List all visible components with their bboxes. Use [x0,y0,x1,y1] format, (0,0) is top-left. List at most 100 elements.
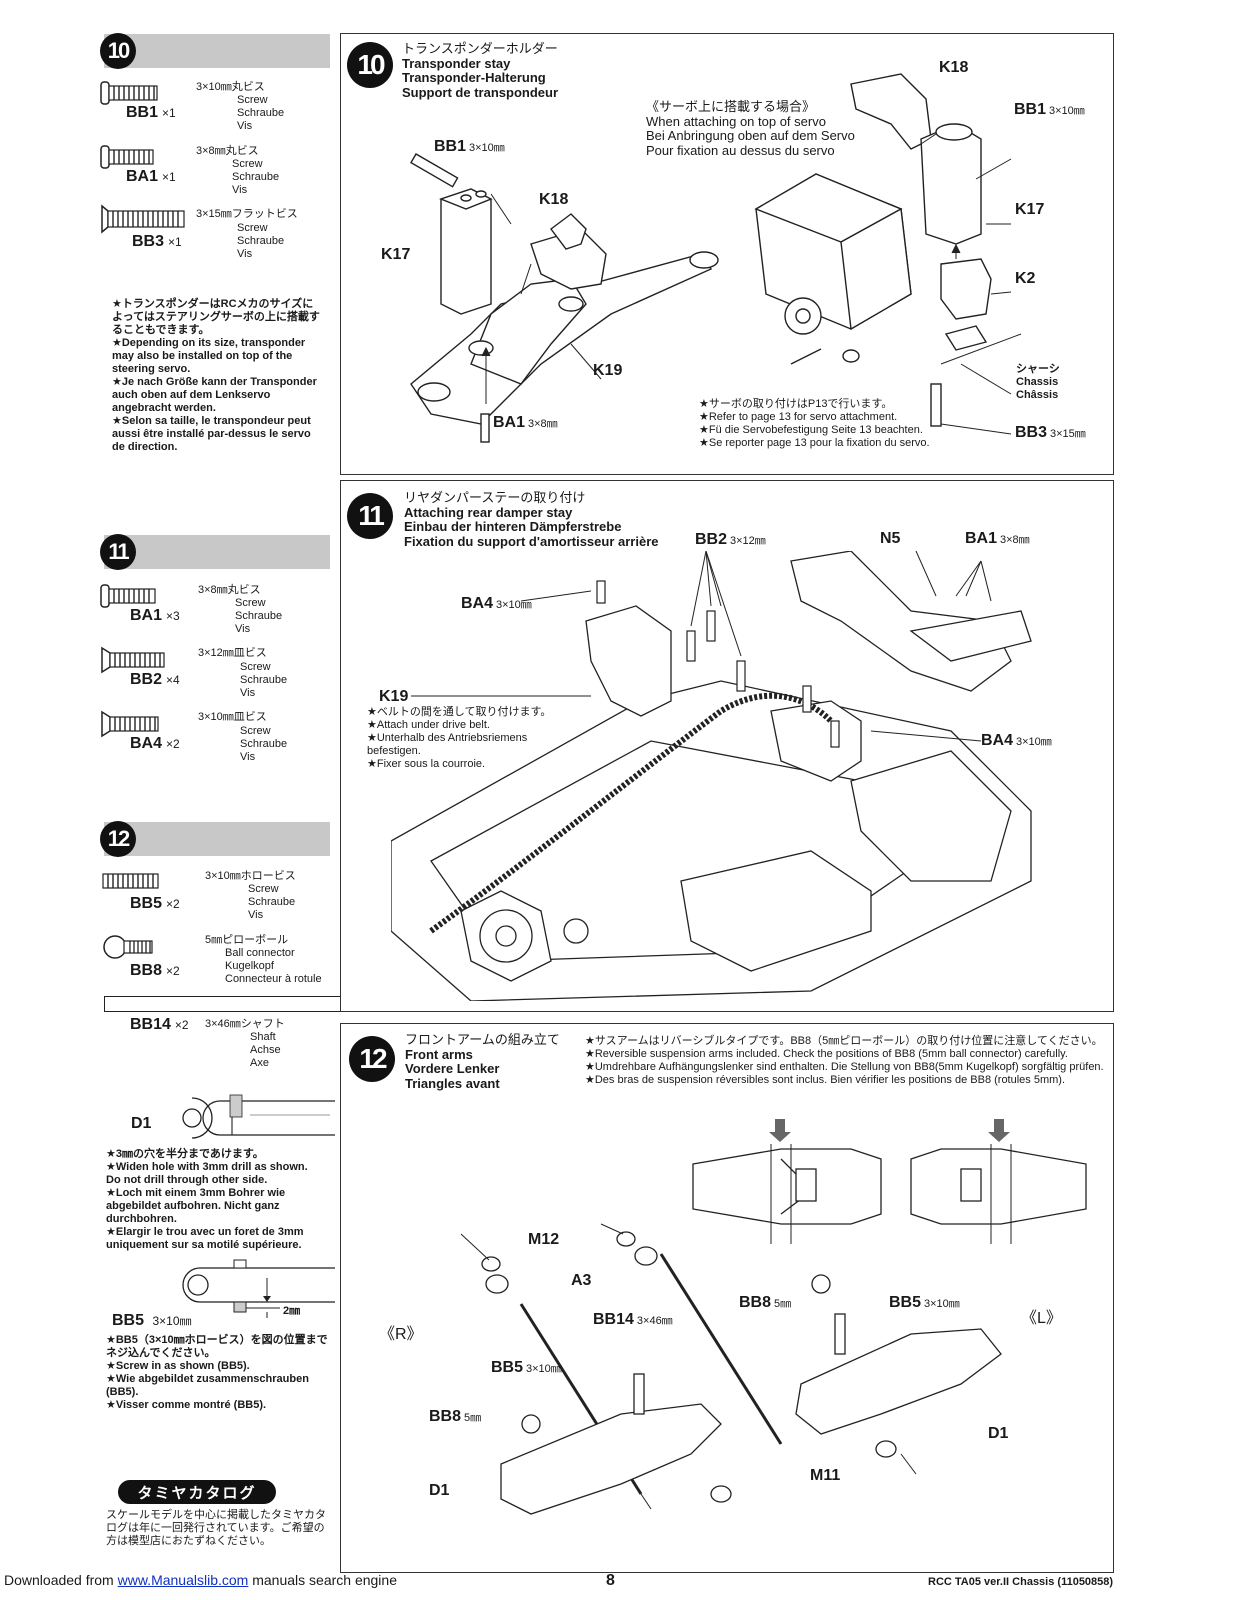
step10-title: トランスポンダーホルダー Transponder stay Transponde… [402,41,558,100]
step11-header-bar [104,535,330,569]
reversible-arm-note: ★サスアームはリバーシブルタイプです。BB8（5㎜ピローボール）の取り付け位置に… [585,1035,1104,1086]
part-size: 3×8㎜丸ビス [198,584,261,596]
screw-in-note: ★BB5（3×10㎜ホロービス）を図の位置までネジ込んでください。 ★Screw… [106,1334,328,1411]
step12-badge: 12 [100,821,136,857]
front-arms-drawing [460,1119,1087,1515]
label-k2: K2 [1015,270,1036,287]
servo-mount-title: 《サーボ上に搭載する場合》 When attaching on top of s… [646,99,855,158]
step10-badge: 10 [100,33,136,69]
gap-label: 2㎜ [283,1305,301,1317]
step12-panel: 12 フロントアームの組み立て Front arms Vordere Lenke… [340,1023,1114,1573]
label-n5: N5 [880,530,901,547]
step12-title: フロントアームの組み立て Front arms Vordere Lenker T… [405,1032,560,1091]
part-code: BB5×2 [130,895,180,912]
part-code: BB8×2 [130,962,180,979]
rear-damper-stay-drawing [391,551,1032,1001]
part-size: 3×8㎜丸ビス [196,145,259,157]
step10-transponder-note: ★トランスポンダーはRCメカのサイズによってはステアリングサーボの上に搭載するこ… [112,298,320,453]
label-k17-left: K17 [381,246,411,263]
catalog-text: スケールモデルを中心に掲載したタミヤカタログは年に一回発行されています。ご希望の… [106,1509,326,1547]
model-name: RCC TA05 ver.II Chassis (11050858) [928,1576,1114,1588]
part-size: 3×10㎜皿ビス [198,711,267,723]
step12-panel-badge: 12 [349,1036,395,1082]
part-size: 5㎜ピローボール [205,934,289,946]
step10-panel: 10 トランスポンダーホルダー Transponder stay Transpo… [340,33,1114,475]
screw-ba4-icon [101,710,159,738]
screw-ba1-icon [100,145,154,169]
shaft-bb14-icon [104,996,348,1012]
part-size: 3×10㎜丸ビス [196,81,265,93]
download-source: Downloaded from www.Manualslib.com manua… [4,1572,397,1588]
screw-ba1-icon [100,584,156,608]
part-code: BA1×3 [130,607,180,624]
part-code: BB1×1 [126,104,176,121]
label-left-side: 《L》 [1021,1310,1062,1327]
d1-label: D1 [131,1115,152,1132]
screw-bb1-icon [100,81,158,105]
d1-drill-illustration [182,1094,335,1139]
part-size: 3×46㎜シャフト [205,1018,285,1030]
screw-bb3-icon [101,204,185,234]
bb5-label: BB5 3×10㎜ [112,1312,192,1329]
step10-panel-badge: 10 [347,42,393,88]
label-right-side: 《R》 [379,1326,423,1343]
screw-bb5-icon [102,873,159,889]
step11-badge: 11 [100,534,136,570]
part-code: BB2×4 [130,671,180,688]
part-code: BB3×1 [132,233,182,250]
label-k18-right: K18 [939,59,969,76]
label-m12: M12 [528,1231,560,1248]
label-d1-right: D1 [988,1425,1009,1442]
drill-note: ★3㎜の穴を半分まであけます。 ★Widen hole with 3mm dri… [106,1148,308,1251]
step12-header-bar [104,822,330,856]
label-m11: M11 [810,1467,841,1484]
ball-connector-bb8-icon [103,935,153,959]
part-size: 3×12㎜皿ビス [198,647,267,659]
label-k19: K19 [593,362,623,379]
k19-note: ★ベルトの間を通して取り付けます。 ★Attach under drive be… [367,706,552,770]
step11-title: リヤダンパーステーの取り付け Attaching rear damper sta… [404,490,659,549]
label-a3: A3 [571,1272,592,1289]
screw-bb2-icon [101,646,165,674]
label-k19: K19 [379,688,409,705]
part-size: 3×10㎜ホロービス [205,870,296,882]
part-size: 3×15㎜フラットビス [196,208,298,220]
label-k17-right: K17 [1015,201,1045,218]
label-k18-left: K18 [539,191,569,208]
step10-header-bar [104,34,330,68]
transponder-stay-assembly-drawing [410,153,719,443]
step11-panel-badge: 11 [347,493,393,539]
bb5-screw-illustration [182,1259,335,1318]
step11-panel: 11 リヤダンパーステーの取り付け Attaching rear damper … [340,480,1114,1012]
part-code: BA4×2 [130,735,180,752]
part-code: BB14×2 [130,1016,189,1033]
page-number: 8 [606,1572,615,1589]
catalog-title-banner: タミヤカタログ [118,1480,276,1504]
servo-attachment-note: ★サーボの取り付けはP13で行います。 ★Refer to page 13 fo… [699,398,930,449]
part-code: BA1×1 [126,168,176,185]
manualslib-link[interactable]: www.Manualslib.com [117,1572,249,1588]
